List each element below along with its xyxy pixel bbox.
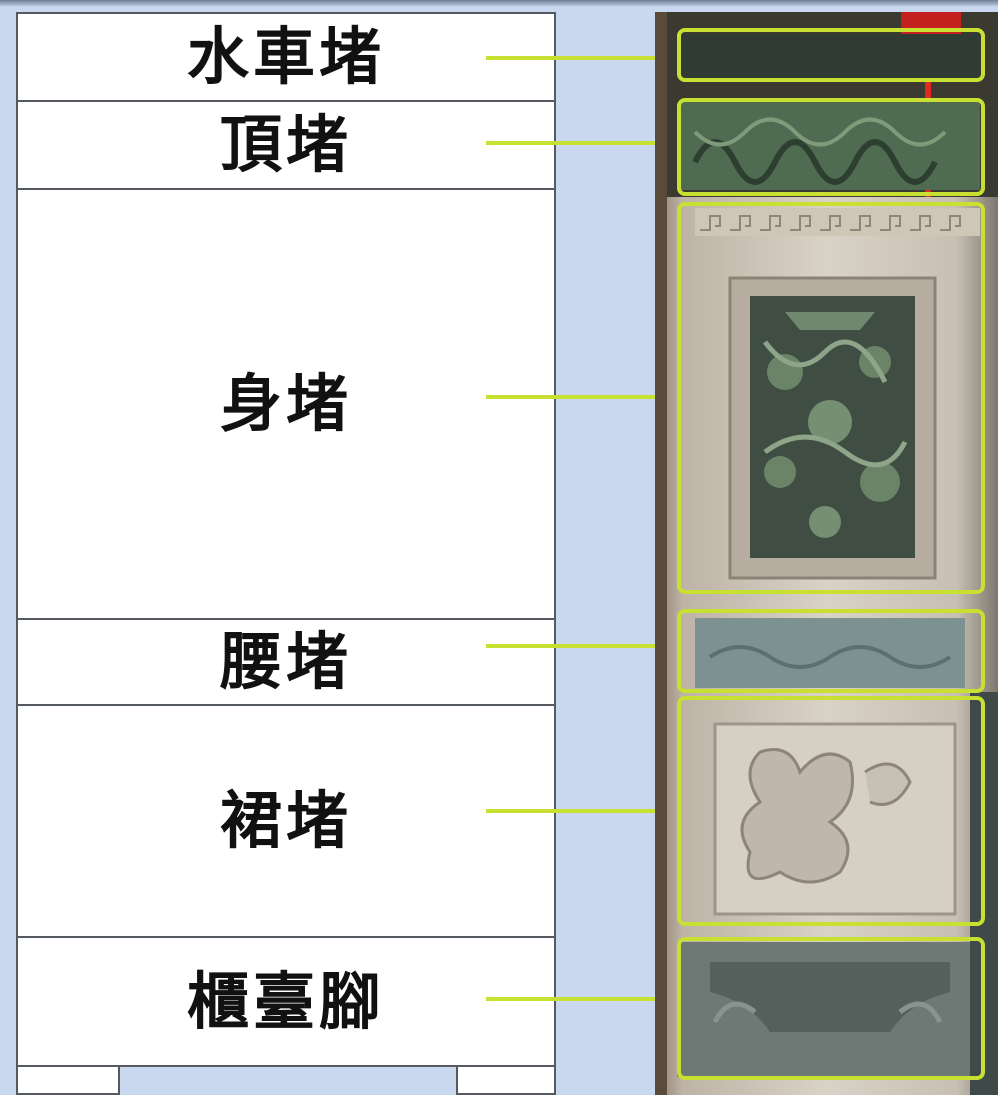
base-foot-right bbox=[456, 1065, 556, 1095]
top-edge-bar bbox=[0, 0, 998, 6]
frame-qun bbox=[677, 696, 985, 926]
band-yao: 腰堵 bbox=[16, 618, 556, 706]
leader-line-shen bbox=[486, 395, 682, 399]
band-shen: 身堵 bbox=[16, 188, 556, 620]
leader-line-guitai bbox=[486, 997, 682, 1001]
band-label-qun: 裙堵 bbox=[219, 784, 352, 857]
leader-line-ding bbox=[486, 141, 682, 145]
frame-yao bbox=[677, 609, 985, 693]
band-qun: 裙堵 bbox=[16, 704, 556, 938]
band-label-ding: 頂堵 bbox=[219, 108, 352, 181]
temple-wall-photo bbox=[655, 12, 998, 1095]
band-shuiche: 水車堵 bbox=[16, 12, 556, 102]
leader-line-yao bbox=[486, 644, 682, 648]
leader-line-shuiche bbox=[486, 56, 682, 60]
frame-guitai bbox=[677, 937, 985, 1080]
base-foot-left bbox=[16, 1065, 120, 1095]
frame-ding bbox=[677, 98, 985, 196]
band-label-shuiche: 水車堵 bbox=[186, 20, 385, 93]
band-guitai: 櫃臺腳 bbox=[16, 936, 556, 1067]
frame-shuiche bbox=[677, 28, 985, 82]
band-label-shen: 身堵 bbox=[219, 367, 352, 440]
band-ding: 頂堵 bbox=[16, 100, 556, 190]
leader-line-qun bbox=[486, 809, 682, 813]
band-label-yao: 腰堵 bbox=[219, 625, 352, 698]
frame-shen bbox=[677, 202, 985, 594]
temple-wall-illustration bbox=[655, 12, 998, 1095]
band-label-guitai: 櫃臺腳 bbox=[186, 964, 385, 1038]
